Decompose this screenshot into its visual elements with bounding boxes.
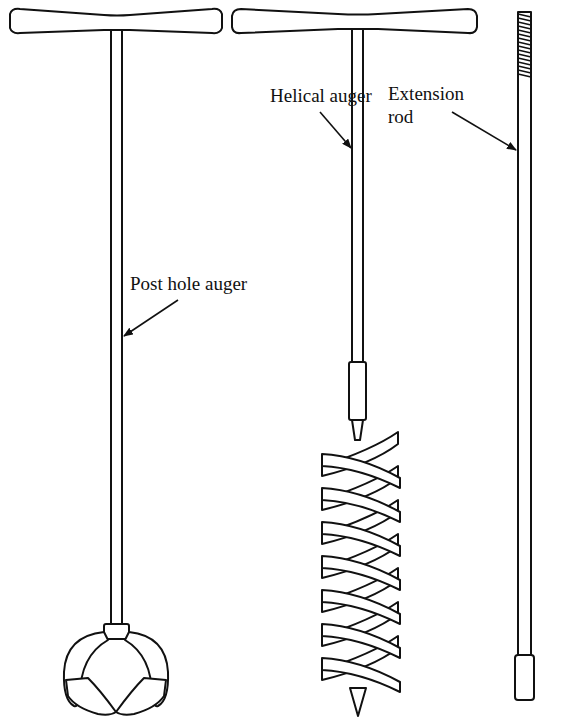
- blade: [116, 678, 166, 715]
- shank: [349, 362, 366, 420]
- thread-line: [518, 46, 531, 49]
- shaft: [111, 30, 122, 626]
- thread-line: [518, 42, 531, 45]
- thread-line: [518, 62, 531, 65]
- thread-line: [518, 38, 531, 41]
- thread-line: [518, 26, 531, 29]
- screw-point: [350, 688, 366, 716]
- helix-flight: [322, 488, 400, 522]
- rod: [518, 12, 531, 660]
- leader-arrow: [124, 300, 178, 336]
- thread-line: [518, 70, 531, 73]
- helix-flight: [322, 556, 400, 590]
- leader-arrow: [452, 112, 516, 150]
- thread-line: [518, 30, 531, 33]
- leader-arrow: [320, 112, 351, 148]
- ferrule: [104, 624, 129, 639]
- thread-line: [518, 50, 531, 53]
- thread-line: [518, 58, 531, 61]
- thread-line: [518, 14, 531, 17]
- shank-neck: [352, 420, 363, 440]
- helix-flight: [322, 522, 400, 556]
- rod-end: [515, 655, 534, 700]
- part-label: Post hole auger: [130, 272, 290, 295]
- thread-line: [518, 34, 531, 37]
- shaft: [352, 29, 363, 365]
- thread-line: [518, 74, 531, 77]
- helix-flight: [322, 624, 400, 658]
- helix-flight: [322, 658, 400, 692]
- helix-flight: [322, 590, 400, 624]
- thread-line: [518, 22, 531, 25]
- part-label: Extension rod: [388, 82, 484, 128]
- blade: [66, 678, 116, 715]
- thread-line: [518, 54, 531, 57]
- helix-flight: [322, 454, 400, 488]
- thread-line: [518, 66, 531, 69]
- thread-line: [518, 18, 531, 21]
